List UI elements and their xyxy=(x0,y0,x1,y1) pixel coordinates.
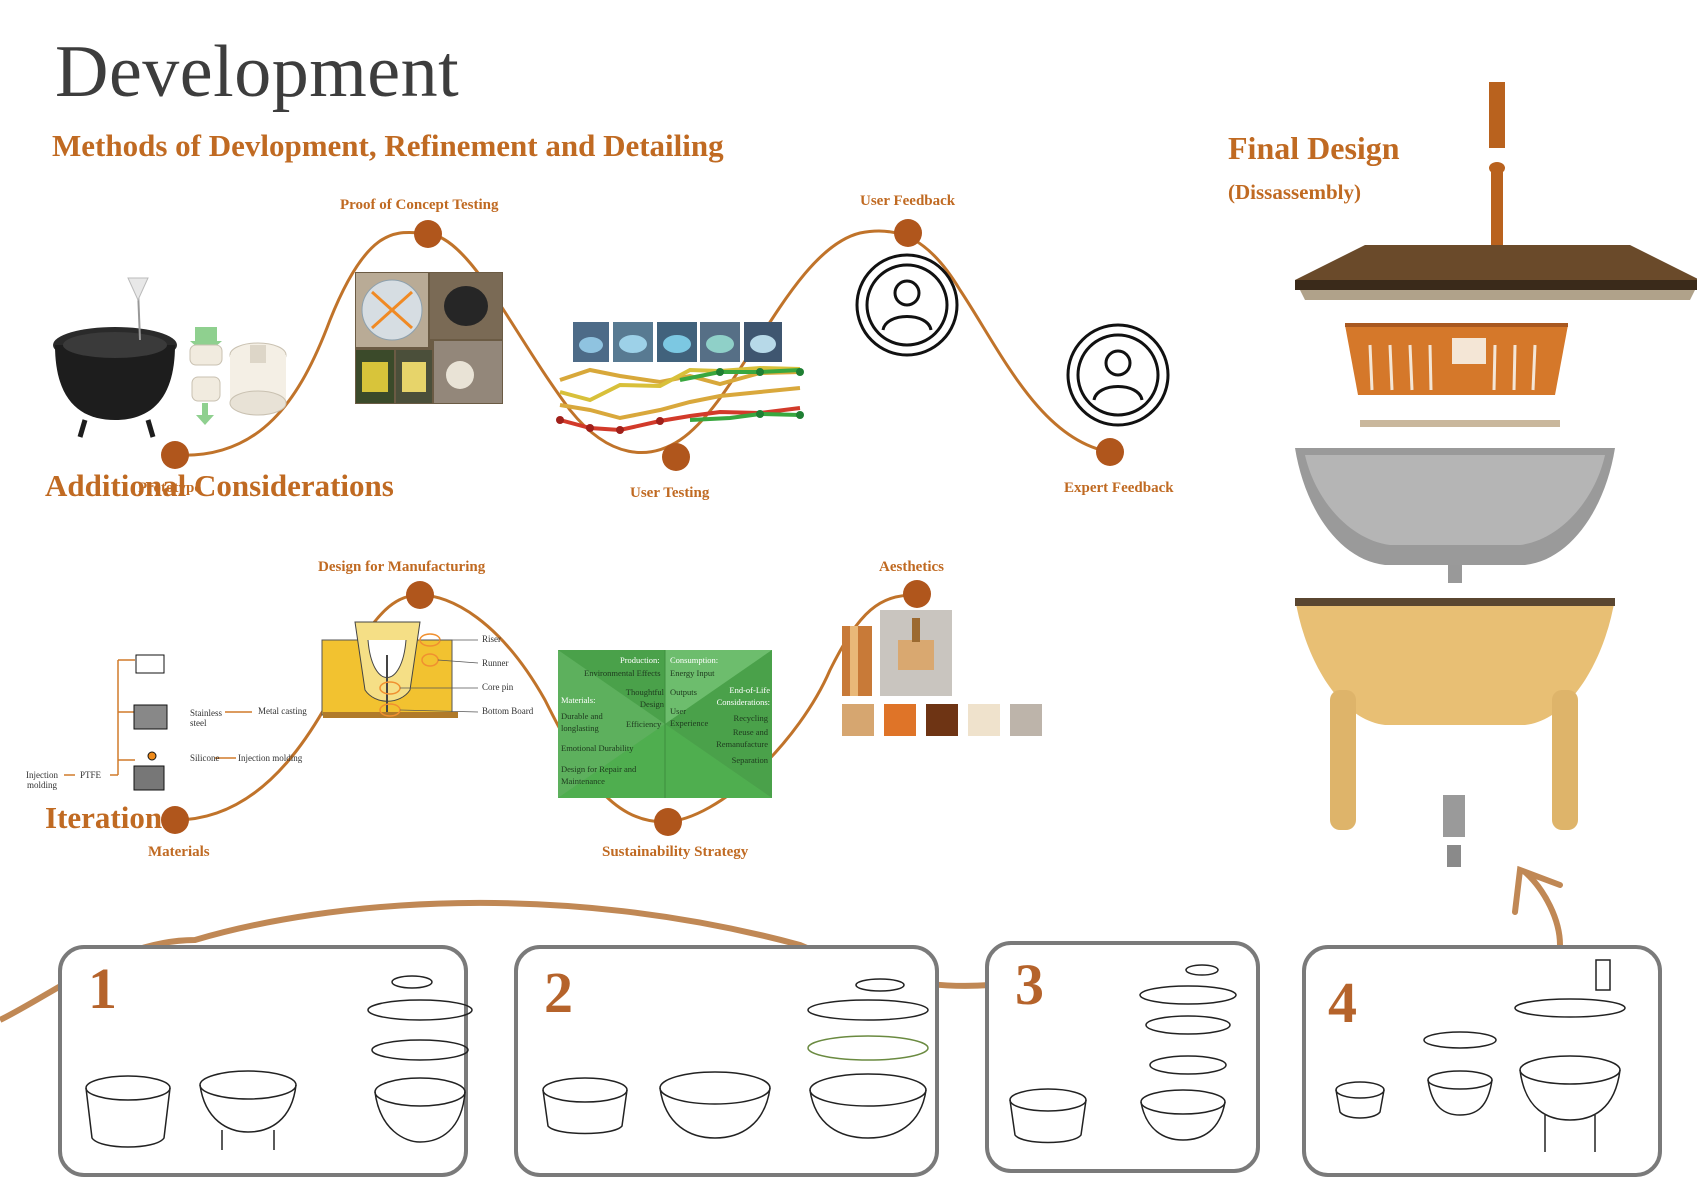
dfm-label-bottom-board: Bottom Board xyxy=(482,706,534,716)
matrix-consumption: Consumption: xyxy=(670,655,719,665)
matrix-energy-input: Energy Input xyxy=(670,668,715,678)
methods-wave xyxy=(174,229,1111,457)
final-design-heading: Final Design xyxy=(1228,130,1400,166)
proof-of-concept-collage xyxy=(355,272,503,404)
methods-heading: Methods of Devlopment, Refinement and De… xyxy=(52,128,724,163)
expert-feedback-person-icon xyxy=(1066,323,1170,427)
materials-tree-lines xyxy=(64,659,252,776)
final-arrow xyxy=(1522,869,1563,946)
dfm-label-riser: Riser xyxy=(482,634,501,644)
considerations-heading: Additional Considerations xyxy=(45,468,394,503)
aesthetic-swatch-2 xyxy=(884,704,916,736)
node-proof xyxy=(414,220,442,248)
user-testing-dots xyxy=(556,368,804,434)
matrix-durable: Durable and longlasting xyxy=(561,711,603,733)
node-prototype xyxy=(161,441,189,469)
iteration-number-1: 1 xyxy=(88,956,117,1021)
node-user-testing xyxy=(662,443,690,471)
materials-metal-casting-label: Metal casting xyxy=(258,706,307,716)
matrix-thoughtful-design: Thoughtful Design xyxy=(625,687,664,709)
iteration-number-3: 3 xyxy=(1015,952,1044,1017)
stage-label-materials: Materials xyxy=(148,844,210,860)
user-testing-photos xyxy=(573,322,782,362)
iteration-box-3: 3 xyxy=(985,941,1260,1173)
matrix-materials: Materials: xyxy=(561,695,596,705)
stage-label-prototype: Prototype xyxy=(138,480,202,496)
aesthetic-swatches xyxy=(842,704,1042,736)
aesthetic-swatch-1 xyxy=(842,704,874,736)
dfm-label-core-pin: Core pin xyxy=(482,682,514,692)
matrix-reuse: Reuse and Remanufacture xyxy=(716,727,768,749)
final-design-subheading: (Dissassembly) xyxy=(1228,180,1362,204)
aesthetic-swatch-5 xyxy=(1010,704,1042,736)
matrix-emotional: Emotional Durability xyxy=(561,743,634,753)
matrix-repair: Design for Repair and Maintenance xyxy=(561,764,637,786)
node-sustainability xyxy=(654,808,682,836)
aesthetic-swatch-3 xyxy=(926,704,958,736)
iteration-box-4: 4 xyxy=(1302,945,1662,1177)
iteration-box-2: 2 xyxy=(514,945,939,1177)
materials-stainless-label: Stainless steel xyxy=(190,708,223,728)
stage-label-aesthetics: Aesthetics xyxy=(879,559,944,575)
stage-label-proof: Proof of Concept Testing xyxy=(340,197,499,213)
aesthetic-swatch-4 xyxy=(968,704,1000,736)
node-aesthetics xyxy=(903,580,931,608)
stage-label-user-feedback: User Feedback xyxy=(860,193,956,209)
final-arrowhead xyxy=(1512,865,1563,915)
user-testing-lines xyxy=(559,365,801,433)
materials-injection-molding-2-label: Injection molding xyxy=(26,770,58,790)
user-feedback-person-icon xyxy=(855,253,959,357)
aesthetics-material-board xyxy=(842,610,952,696)
matrix-environmental-effects: Environmental Effects xyxy=(584,668,661,678)
node-expert-feedback xyxy=(1096,438,1124,466)
stage-label-user-testing: User Testing xyxy=(630,485,710,501)
materials-pots xyxy=(133,654,168,791)
iteration-number-4: 4 xyxy=(1328,970,1357,1035)
iteration-number-2: 2 xyxy=(544,960,573,1025)
node-user-feedback xyxy=(894,219,922,247)
matrix-outputs: Outputs xyxy=(670,687,697,697)
stage-label-expert-feedback: Expert Feedback xyxy=(1064,480,1174,496)
matrix-end-of-life: End-of-Life Considerations: xyxy=(716,685,770,707)
matrix-recycling: Recycling xyxy=(733,713,768,723)
materials-ptfe-label: PTFE xyxy=(80,770,102,780)
stage-label-dfm: Design for Manufacturing xyxy=(318,559,486,575)
materials-silicone-label: Silicone xyxy=(190,753,220,763)
stage-label-sustainability: Sustainability Strategy xyxy=(602,844,749,860)
matrix-efficiency: Efficiency xyxy=(626,719,662,729)
dfm-label-runner: Runner xyxy=(482,658,509,668)
iterations-heading: Iterations xyxy=(45,800,175,835)
node-materials xyxy=(161,806,189,834)
prototype-core-illustration xyxy=(189,327,287,425)
page-title: Development xyxy=(55,31,460,113)
node-dfm xyxy=(406,581,434,609)
dfm-casting-drawing xyxy=(321,621,479,718)
prototype-pot-illustration xyxy=(53,277,177,438)
final-design-exploded-view xyxy=(1295,82,1697,867)
materials-injection-molding-label: Injection molding xyxy=(238,753,303,763)
matrix-separation: Separation xyxy=(731,755,768,765)
iteration-box-1: 1 xyxy=(58,945,468,1177)
matrix-user-experience: User Experience xyxy=(670,706,709,728)
sustainability-matrix xyxy=(558,650,772,798)
matrix-production: Production: xyxy=(620,655,660,665)
